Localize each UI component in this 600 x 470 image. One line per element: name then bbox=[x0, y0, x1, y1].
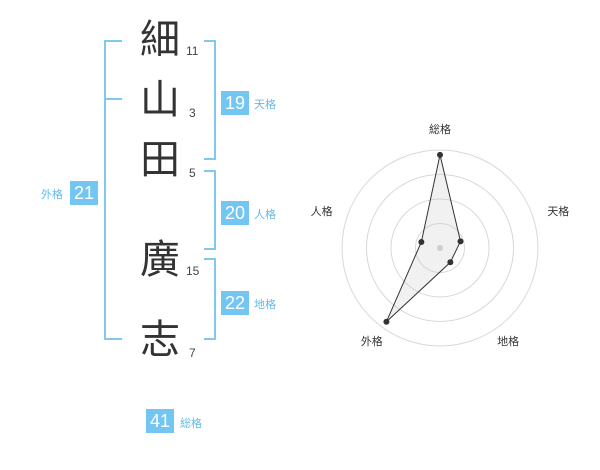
radar-point-1 bbox=[437, 151, 443, 158]
radar-axis-label-5: 人格 bbox=[311, 204, 333, 218]
name-char-2: 山 bbox=[140, 77, 180, 123]
name-char-3: 田 bbox=[140, 137, 180, 183]
stroke-count-2: 3 bbox=[189, 106, 196, 120]
radar-axis-label-2: 天格 bbox=[547, 204, 569, 218]
chikaku-bracket-bottom bbox=[204, 338, 216, 340]
radar-series-polygon bbox=[385, 154, 462, 323]
radar-point-2 bbox=[457, 238, 464, 245]
gaikaku-bracket-mid bbox=[104, 98, 122, 100]
jinkaku-bracket-top bbox=[204, 170, 216, 172]
tenkaku-bracket-bottom bbox=[204, 158, 216, 160]
radar-axis-label-4: 外格 bbox=[361, 334, 383, 348]
gaikaku-bracket-top bbox=[104, 40, 122, 42]
radar-axis-label-3: 地格 bbox=[497, 334, 519, 348]
tenkaku-score-badge: 19 bbox=[221, 91, 249, 115]
chikaku-score-badge: 22 bbox=[221, 291, 249, 315]
jinkaku-score-badge: 20 bbox=[221, 201, 249, 225]
jinkaku-bracket-vertical bbox=[214, 170, 216, 250]
jinkaku-bracket-bottom bbox=[204, 248, 216, 250]
radar-center-dot bbox=[437, 245, 443, 251]
name-char-1: 細 bbox=[140, 17, 180, 63]
chikaku-label: 地格 bbox=[254, 298, 276, 311]
stroke-count-1: 11 bbox=[186, 44, 199, 58]
tenkaku-bracket-top bbox=[204, 40, 216, 42]
jinkaku-label: 人格 bbox=[254, 208, 276, 221]
stroke-count-5: 7 bbox=[189, 346, 196, 360]
soukaku-score-badge: 41 bbox=[146, 409, 174, 433]
radar-point-4 bbox=[383, 318, 390, 325]
gaikaku-label: 外格 bbox=[41, 188, 63, 201]
tenkaku-bracket-vertical bbox=[214, 40, 216, 160]
radar-ring-4 bbox=[341, 149, 539, 347]
name-char-4: 廣 bbox=[140, 237, 180, 283]
soukaku-label: 総格 bbox=[180, 417, 202, 430]
radar-point-3 bbox=[447, 259, 454, 266]
stroke-count-3: 5 bbox=[189, 166, 196, 180]
name-char-5: 志 bbox=[140, 317, 180, 363]
gaikaku-bracket-bottom bbox=[104, 338, 122, 340]
stroke-count-4: 15 bbox=[186, 264, 200, 278]
gaikaku-bracket-vertical bbox=[104, 40, 106, 340]
radar-point-5 bbox=[418, 238, 425, 245]
gaikaku-score-badge: 21 bbox=[70, 181, 98, 205]
chikaku-bracket-vertical bbox=[214, 258, 216, 340]
chikaku-bracket-top bbox=[204, 258, 216, 260]
radar-ring-3 bbox=[366, 174, 514, 322]
radar-axis-label-1: 総格 bbox=[429, 122, 451, 136]
tenkaku-label: 天格 bbox=[254, 98, 276, 111]
radar-ring-2 bbox=[390, 198, 490, 298]
